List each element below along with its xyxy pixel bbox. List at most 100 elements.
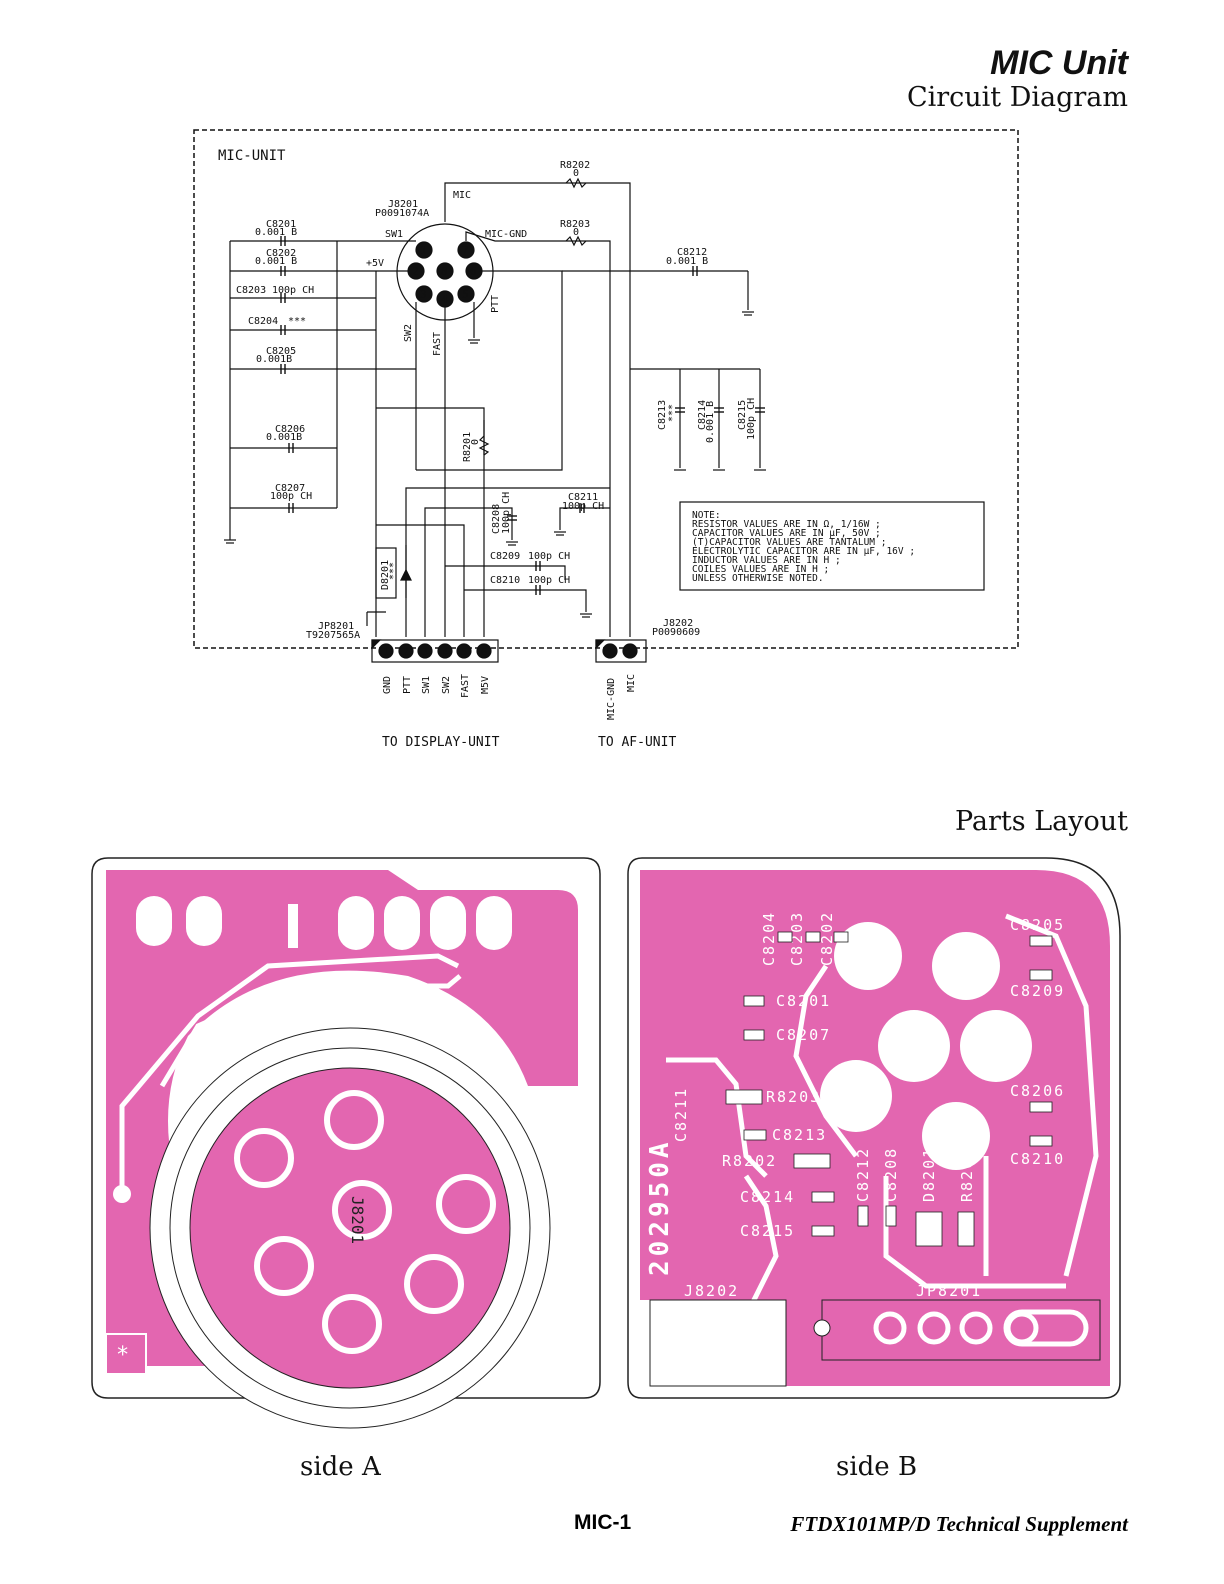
svg-text:2: 2 (412, 265, 419, 278)
c8215-ref: C8215 (737, 400, 748, 430)
pcb-c8201: C8201 (776, 992, 831, 1010)
pcb-c8206: C8206 (1010, 1082, 1065, 1100)
svg-text:2: 2 (403, 647, 409, 658)
note-line: NOTE: (692, 510, 721, 521)
pin-label-gnd: GND (382, 676, 393, 694)
c8207-value: 100p CH (270, 491, 312, 502)
svg-text:4: 4 (442, 647, 448, 658)
pin-label-mic: MIC (626, 674, 637, 692)
side-b-label: side B (836, 1452, 918, 1482)
pin-label-m5v: M5V (480, 676, 491, 694)
c8212-ref: C8212 (677, 247, 707, 258)
pcb-d8201: D8201 (920, 1147, 938, 1202)
af-connector (595, 639, 647, 663)
svg-text:1: 1 (607, 647, 613, 658)
net-mic: MIC (453, 190, 471, 201)
c8214-ref: C8214 (697, 400, 708, 430)
capacitor-symbols (280, 236, 765, 595)
pin-label-mic-gnd: MIC-GND (606, 678, 617, 720)
note-line: UNLESS OTHERWISE NOTED. (692, 573, 824, 584)
pcb-c8204: C8204 (760, 911, 778, 966)
pcb-r8202: R8202 (722, 1152, 777, 1170)
svg-text:*: * (116, 1343, 129, 1368)
c8209-ref: C8209 (490, 551, 520, 562)
board-number: 202950A (645, 1138, 675, 1276)
c8203-value: 100p CH (272, 285, 314, 296)
d8201-symbol (400, 568, 412, 581)
c8214-value: 0.001 B (705, 401, 716, 443)
c8211-ref: C8211 (568, 492, 598, 503)
j8202-ref: J8202 (663, 618, 693, 629)
pin-label-ptt: PTT (402, 676, 413, 694)
display-connector (371, 639, 499, 663)
svg-text:5: 5 (461, 647, 467, 658)
svg-text:3: 3 (422, 647, 428, 658)
c8207-ref: C8207 (275, 483, 305, 494)
c8206-value: 0.001B (266, 432, 302, 443)
j8202-part: P0090609 (652, 627, 700, 638)
pcb-c8210: C8210 (1010, 1150, 1065, 1168)
c8213-value: *** (667, 404, 678, 422)
c8202-value: 0.001 B (255, 256, 297, 267)
pcb-c8202: C8202 (818, 911, 836, 966)
jp8201-ref: JP8201 (318, 621, 354, 632)
resistor-symbols (478, 177, 587, 456)
svg-text:5: 5 (462, 288, 469, 301)
pcb-c8209: C8209 (1010, 982, 1065, 1000)
c8205-ref: C8205 (266, 346, 296, 357)
svg-text:6: 6 (481, 647, 487, 658)
pcb-c8212: C8212 (854, 1147, 872, 1202)
pcb-c8208: C8208 (882, 1147, 900, 1202)
pcb-c8213: C8213 (772, 1126, 827, 1144)
jp8201-part: T9207565A (306, 630, 360, 641)
c8201-value: 0.001 B (255, 227, 297, 238)
svg-text:2: 2 (627, 647, 633, 658)
r8202-value: 0 (573, 168, 579, 179)
j8201-pins: 1 2 3 4 5 6 7 8 (407, 241, 483, 308)
svg-text:6: 6 (470, 265, 477, 278)
c8215-value: 100p CH (746, 398, 757, 440)
r8201-value: 0 (470, 439, 481, 445)
to-af-label: TO AF-UNIT (598, 735, 676, 750)
unit-frame (193, 129, 1019, 649)
note-line: INDUCTOR VALUES ARE IN H ; (692, 555, 841, 566)
svg-text:1: 1 (420, 244, 427, 257)
r8201-ref: R8201 (462, 432, 473, 462)
net-sw1: SW1 (385, 229, 403, 240)
document-title: FTDX101MP/D Technical Supplement (790, 1512, 1128, 1536)
to-display-label: TO DISPLAY-UNIT (382, 735, 500, 750)
svg-text:4: 4 (441, 293, 448, 306)
c8203-ref: C8203 (236, 285, 266, 296)
c8202-ref: C8202 (266, 248, 296, 259)
pcb-r8203: R8203 (766, 1088, 821, 1106)
pcb-c8207: C8207 (776, 1026, 831, 1044)
note-line: COILES VALUES ARE IN H ; (692, 564, 829, 575)
note-line: (T)CAPACITOR VALUES ARE TANTALUM ; (692, 537, 886, 548)
c8201-ref: C8201 (266, 219, 296, 230)
page-title: MIC Unit (990, 44, 1128, 82)
pcb-c8215: C8215 (740, 1222, 795, 1240)
note-line: CAPACITOR VALUES ARE IN μF, 50V ; (692, 528, 881, 539)
c8204-value: *** (288, 316, 306, 327)
pcb-side-b: 202950A C8204 C8203 C8202 C8201 C8207 R8… (627, 857, 1121, 1399)
d8201-box (375, 547, 397, 599)
side-a-ref: J8201 (348, 1196, 367, 1244)
svg-text:3: 3 (420, 288, 427, 301)
c8210-ref: C8210 (490, 575, 520, 586)
wiring (229, 182, 761, 637)
c8209-value: 100p CH (528, 551, 570, 562)
net-sw2: SW2 (403, 324, 414, 342)
svg-text:7: 7 (462, 244, 469, 257)
pcb-c8203: C8203 (788, 911, 806, 966)
pcb-jp8201: JP8201 (916, 1282, 982, 1300)
pcb-r8201: R8201 (958, 1147, 976, 1202)
c8212-value: 0.001 B (666, 256, 708, 267)
pcb-side-a: J8201 * (91, 857, 601, 1429)
pin-label-sw2: SW2 (441, 676, 452, 694)
svg-text:8: 8 (441, 265, 448, 278)
r8202-ref: R8202 (560, 160, 590, 171)
net-5v: +5V (366, 258, 384, 269)
pin-label-fast: FAST (460, 674, 471, 698)
j8201-ref: J8201 (388, 199, 418, 210)
net-ptt: PTT (490, 295, 501, 313)
